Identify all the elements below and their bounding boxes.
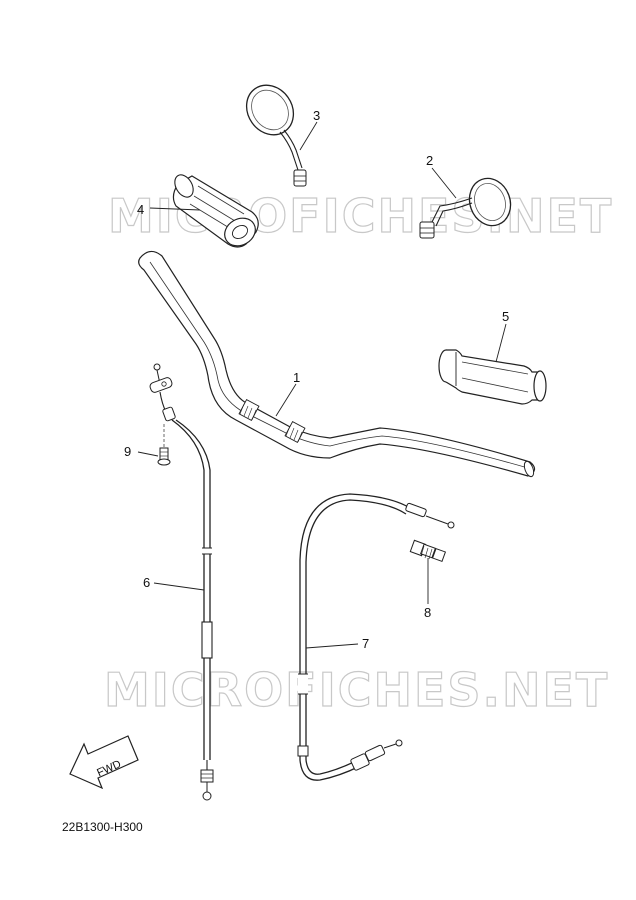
callout-3: 3: [313, 108, 320, 123]
throttle-grip: [172, 174, 259, 248]
callout-8: 8: [424, 605, 431, 620]
grip-right: [438, 349, 547, 405]
fwd-arrow-icon: FWD: [69, 735, 139, 790]
callout-1: 1: [293, 370, 300, 385]
callout-7: 7: [362, 636, 369, 651]
screw: [157, 424, 171, 466]
clutch-cable: [297, 493, 455, 781]
callout-6: 6: [143, 575, 150, 590]
watermark-bottom: MICROFICHES.NET: [104, 663, 609, 717]
throttle-cable: [149, 363, 214, 801]
callout-9: 9: [124, 444, 131, 459]
leader-lines: [137, 121, 507, 649]
mirror-right: [419, 177, 512, 239]
callout-5: 5: [502, 309, 509, 324]
diagram-code: 22B1300-H300: [62, 820, 143, 834]
cable-adjuster: [409, 539, 447, 563]
callout-2: 2: [426, 153, 433, 168]
mirror-left: [245, 84, 307, 187]
handlebar: [138, 250, 536, 478]
callout-4: 4: [137, 202, 144, 217]
